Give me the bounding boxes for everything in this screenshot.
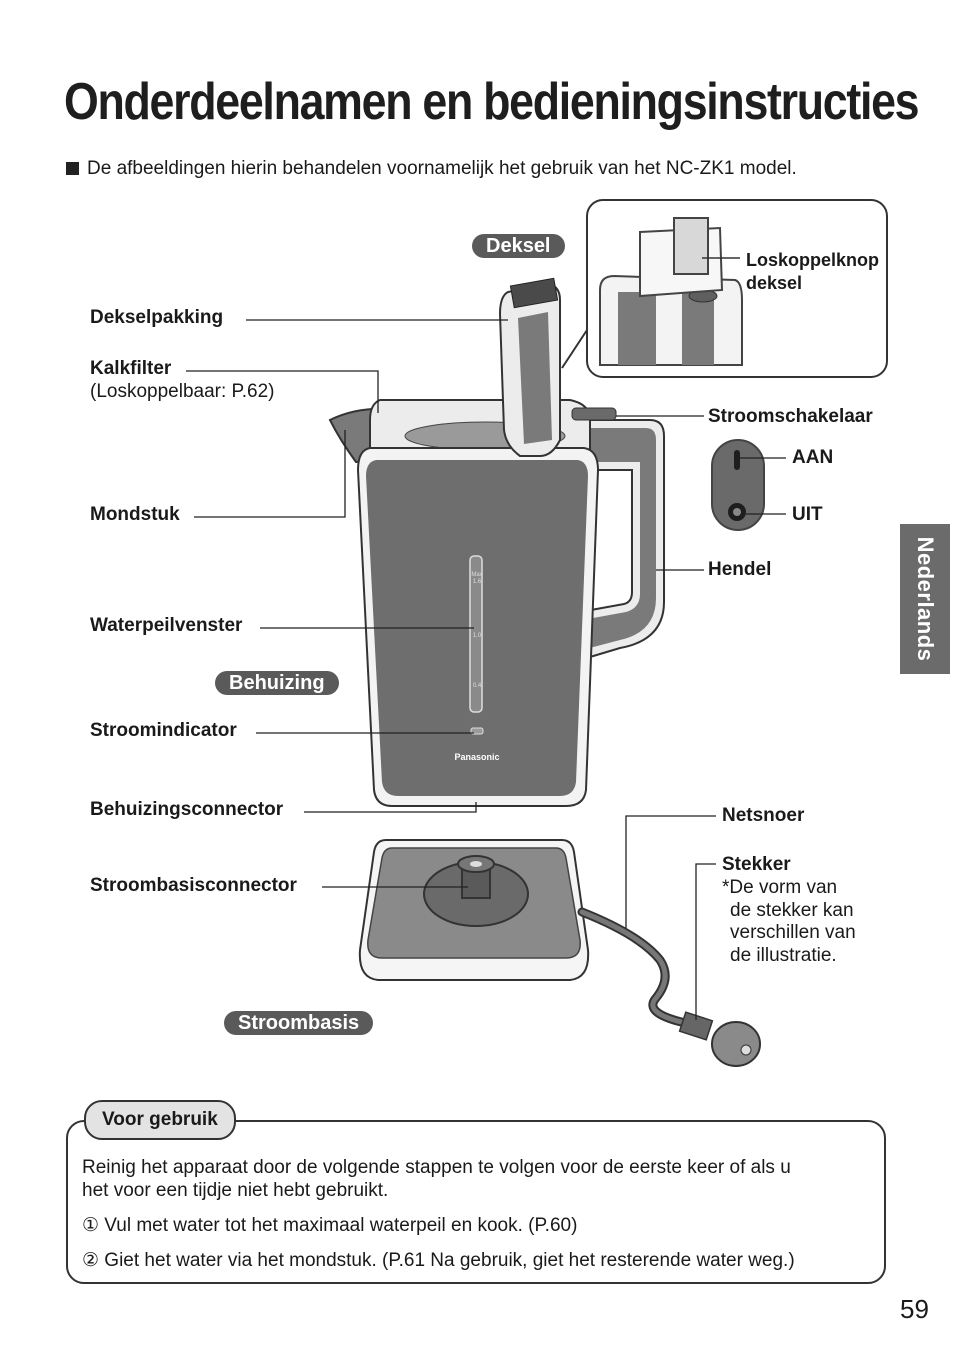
square-bullet-icon bbox=[66, 162, 79, 175]
label-aan: AAN bbox=[792, 447, 834, 468]
before-use-box bbox=[66, 1120, 886, 1284]
stekker-note-4: de illustratie. bbox=[730, 945, 837, 966]
before-use-step-2: ② Giet het water via het mondstuk. (P.61… bbox=[82, 1250, 795, 1271]
before-use-tab: Voor gebruik bbox=[84, 1100, 236, 1140]
before-use-intro-1: Reinig het apparaat door de volgende sta… bbox=[82, 1157, 791, 1178]
label-mondstuk: Mondstuk bbox=[90, 504, 180, 525]
label-stekker: Stekker bbox=[722, 854, 791, 875]
section-label-behuizing: Behuizing bbox=[215, 671, 339, 695]
label-behuizingsconnector: Behuizingsconnector bbox=[90, 799, 284, 820]
label-waterpeilvenster: Waterpeilvenster bbox=[90, 615, 243, 636]
section-label-deksel: Deksel bbox=[472, 234, 565, 258]
label-hendel: Hendel bbox=[708, 559, 772, 580]
brand-logo: Panasonic bbox=[454, 752, 499, 762]
page-title: Onderdeelnamen en bedieningsinstructies bbox=[64, 73, 920, 131]
stekker-note-1: *De vorm van bbox=[722, 877, 838, 898]
gauge-mark-1: 1.0 bbox=[472, 633, 482, 639]
label-loskoppelknop-deksel: deksel bbox=[746, 273, 803, 293]
inset-lid-drawing bbox=[599, 217, 743, 366]
language-tab: Nederlands bbox=[900, 524, 950, 674]
stekker-note-2: de stekker kan bbox=[730, 900, 854, 921]
label-loskoppelknop: Loskoppelknop bbox=[746, 250, 880, 270]
before-use-step-1: ① Vul met water tot het maximaal waterpe… bbox=[82, 1215, 578, 1236]
gauge-mark-max: Max 1.6 bbox=[471, 572, 483, 585]
stekker-note-3: verschillen van bbox=[730, 922, 856, 943]
before-use-intro-2: het voor een tijdje niet hebt gebruikt. bbox=[82, 1180, 389, 1201]
gauge-mark-2: 0.4 bbox=[472, 683, 482, 689]
label-netsnoer: Netsnoer bbox=[722, 805, 805, 826]
intro-note: De afbeeldingen hierin behandelen voorna… bbox=[66, 158, 797, 180]
page-number: 59 bbox=[900, 1294, 929, 1324]
label-kalkfilter-sub: (Loskoppelbaar: P.62) bbox=[90, 381, 275, 402]
label-stroomindicator: Stroomindicator bbox=[90, 720, 237, 741]
switch-drawing bbox=[711, 439, 765, 531]
section-label-stroombasis: Stroombasis bbox=[224, 1011, 374, 1035]
label-kalkfilter: Kalkfilter bbox=[90, 358, 172, 379]
water-gauge bbox=[469, 555, 483, 713]
label-stroomschakelaar: Stroomschakelaar bbox=[708, 406, 873, 427]
label-stroombasisconnector: Stroombasisconnector bbox=[90, 875, 297, 896]
label-uit: UIT bbox=[792, 504, 823, 525]
label-dekselpakking: Dekselpakking bbox=[90, 307, 224, 328]
power-base-drawing bbox=[358, 839, 761, 1067]
